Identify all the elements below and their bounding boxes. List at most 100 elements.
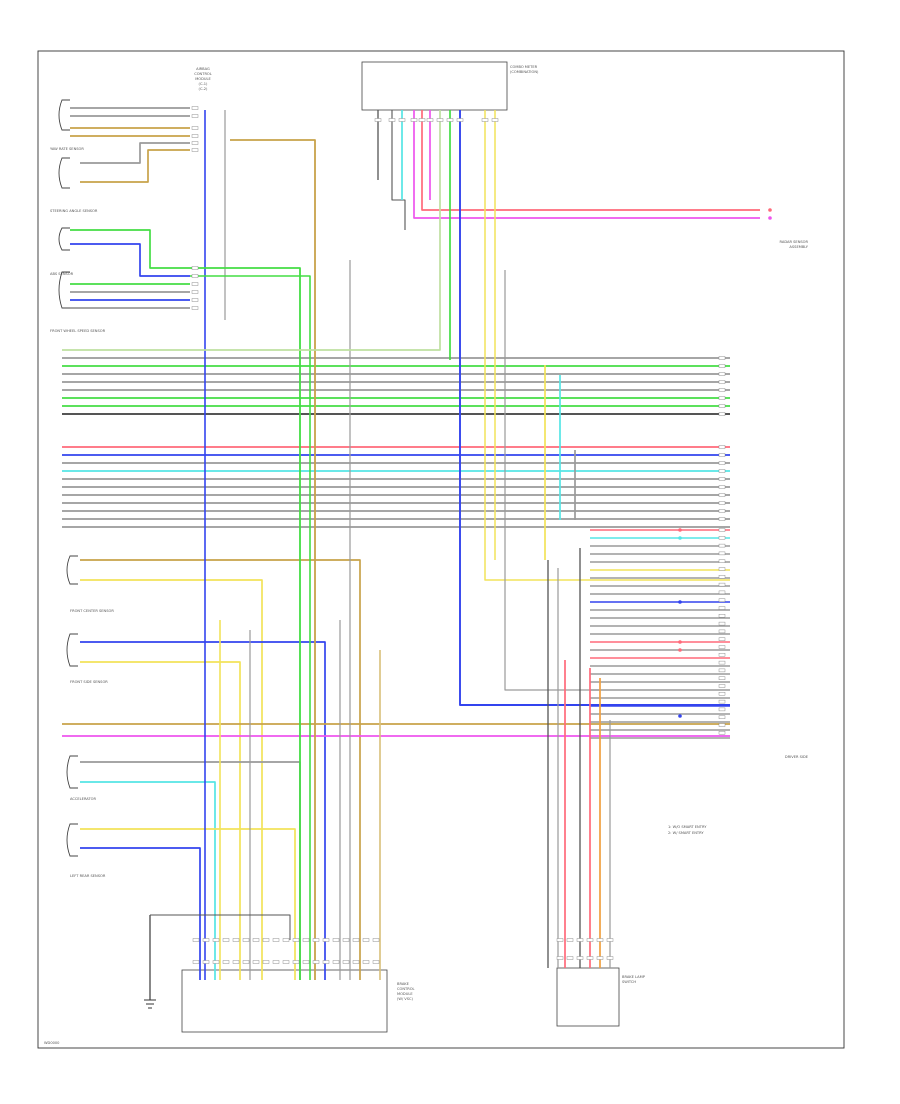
pin-marker-5 — [718, 388, 726, 392]
pin-marker-84 — [556, 938, 564, 942]
pin-marker-114 — [436, 118, 444, 122]
pin-marker-90 — [586, 938, 594, 942]
pin-marker-118 — [491, 118, 499, 122]
pin-marker-21 — [718, 543, 726, 548]
pin-marker-89 — [576, 956, 584, 960]
pin-marker-40 — [718, 692, 726, 696]
splice-dot-5 — [678, 648, 682, 652]
splice-dot-2 — [678, 536, 682, 540]
pin-marker-53 — [222, 960, 230, 964]
pin-marker-100 — [191, 141, 199, 145]
pin-marker-79 — [352, 960, 360, 964]
pin-marker-22 — [718, 551, 726, 556]
wire-52 — [80, 149, 190, 183]
pin-marker-102 — [191, 266, 199, 270]
combo-meter-box — [361, 61, 508, 111]
bottom-right-box — [556, 967, 620, 1027]
pin-marker-52 — [222, 938, 230, 942]
pin-marker-109 — [388, 118, 396, 122]
pin-marker-37 — [718, 668, 726, 673]
wire-65 — [80, 761, 301, 980]
pin-marker-117 — [481, 118, 489, 122]
splice-dot-7 — [768, 208, 772, 212]
wire-102 — [150, 914, 291, 940]
pin-marker-58 — [252, 938, 260, 942]
left-component-label-6: ACCELERATOR — [70, 797, 97, 801]
pin-marker-83 — [372, 960, 380, 964]
pin-marker-113 — [426, 118, 434, 122]
pin-marker-54 — [232, 938, 240, 942]
pin-marker-34 — [718, 645, 726, 649]
left-component-label-3: FRONT WHEEL SPEED SENSOR — [50, 329, 106, 333]
bottom-ecu-title-0: BRAKE — [397, 982, 410, 986]
pin-marker-51 — [212, 960, 220, 964]
pin-marker-11 — [718, 461, 726, 465]
pin-marker-86 — [566, 938, 574, 942]
pin-marker-108 — [374, 118, 382, 122]
top-module-title-0: AIRBAG — [196, 67, 210, 71]
splice-dot-1 — [678, 528, 682, 532]
pin-marker-67 — [292, 960, 300, 964]
pin-marker-69 — [302, 960, 310, 964]
pin-marker-30 — [718, 614, 726, 618]
sensor-symbol-2 — [58, 157, 70, 189]
pin-marker-62 — [272, 938, 280, 942]
pin-marker-70 — [312, 938, 320, 942]
sensor-symbol-1 — [58, 99, 70, 131]
top-module-title-1: CONTROL — [194, 72, 212, 76]
pin-marker-115 — [446, 118, 454, 122]
pin-marker-74 — [332, 938, 340, 942]
bottom-ecu-box — [181, 969, 388, 1033]
pin-marker-56 — [242, 938, 250, 942]
pin-marker-38 — [718, 676, 726, 680]
splice-dot-3 — [678, 600, 682, 604]
pin-marker-97 — [191, 114, 199, 118]
pin-marker-46 — [192, 938, 200, 942]
pin-marker-24 — [718, 567, 726, 571]
wire-67 — [80, 828, 296, 980]
pin-marker-88 — [576, 938, 584, 942]
pin-marker-103 — [191, 274, 199, 278]
pin-marker-95 — [606, 956, 614, 960]
pin-marker-26 — [718, 582, 726, 587]
pin-marker-10 — [718, 453, 726, 457]
pin-marker-77 — [342, 960, 350, 964]
wire-61 — [80, 641, 326, 980]
wire-90 — [504, 270, 600, 691]
pin-marker-6 — [718, 396, 726, 400]
pin-marker-68 — [302, 938, 310, 942]
left-component-label-0: YAW RATE SENSOR — [50, 147, 84, 151]
pin-marker-76 — [342, 938, 350, 942]
pin-marker-31 — [718, 621, 726, 626]
wire-62 — [80, 661, 241, 980]
pin-marker-27 — [718, 590, 726, 595]
wire-85 — [62, 110, 441, 351]
pin-marker-9 — [718, 445, 726, 449]
pin-marker-66 — [292, 938, 300, 942]
bottom-right-title-0: BRAKE LAMP — [622, 975, 646, 979]
pin-marker-13 — [718, 477, 726, 481]
radar-ecu-title-1: ASSEMBLY — [789, 245, 808, 249]
wire-group — [62, 107, 760, 1000]
pin-marker-59 — [252, 960, 260, 964]
footer-code: WD0000 — [44, 1041, 60, 1045]
pin-marker-14 — [718, 485, 726, 489]
wire-60 — [80, 579, 263, 980]
combo-meter-title-0: COMBO METER — [510, 65, 538, 69]
pin-marker-104 — [191, 282, 199, 286]
pin-marker-64 — [282, 938, 290, 942]
sensor-symbol-8 — [66, 823, 78, 857]
pin-marker-96 — [191, 106, 199, 110]
sensor-symbol-6 — [66, 633, 78, 667]
splice-dot-6 — [678, 714, 682, 718]
left-component-label-5: FRONT SIDE SENSOR — [70, 680, 108, 684]
pin-marker-41 — [718, 699, 726, 704]
splice-dot-8 — [768, 216, 772, 220]
pin-marker-87 — [566, 956, 574, 960]
pin-marker-18 — [718, 517, 726, 521]
bottom-ecu-title-3: (W/ VSC) — [397, 997, 414, 1001]
top-module-title-2: MODULE — [195, 77, 211, 81]
pin-marker-61 — [262, 960, 270, 964]
pin-marker-112 — [418, 118, 426, 122]
